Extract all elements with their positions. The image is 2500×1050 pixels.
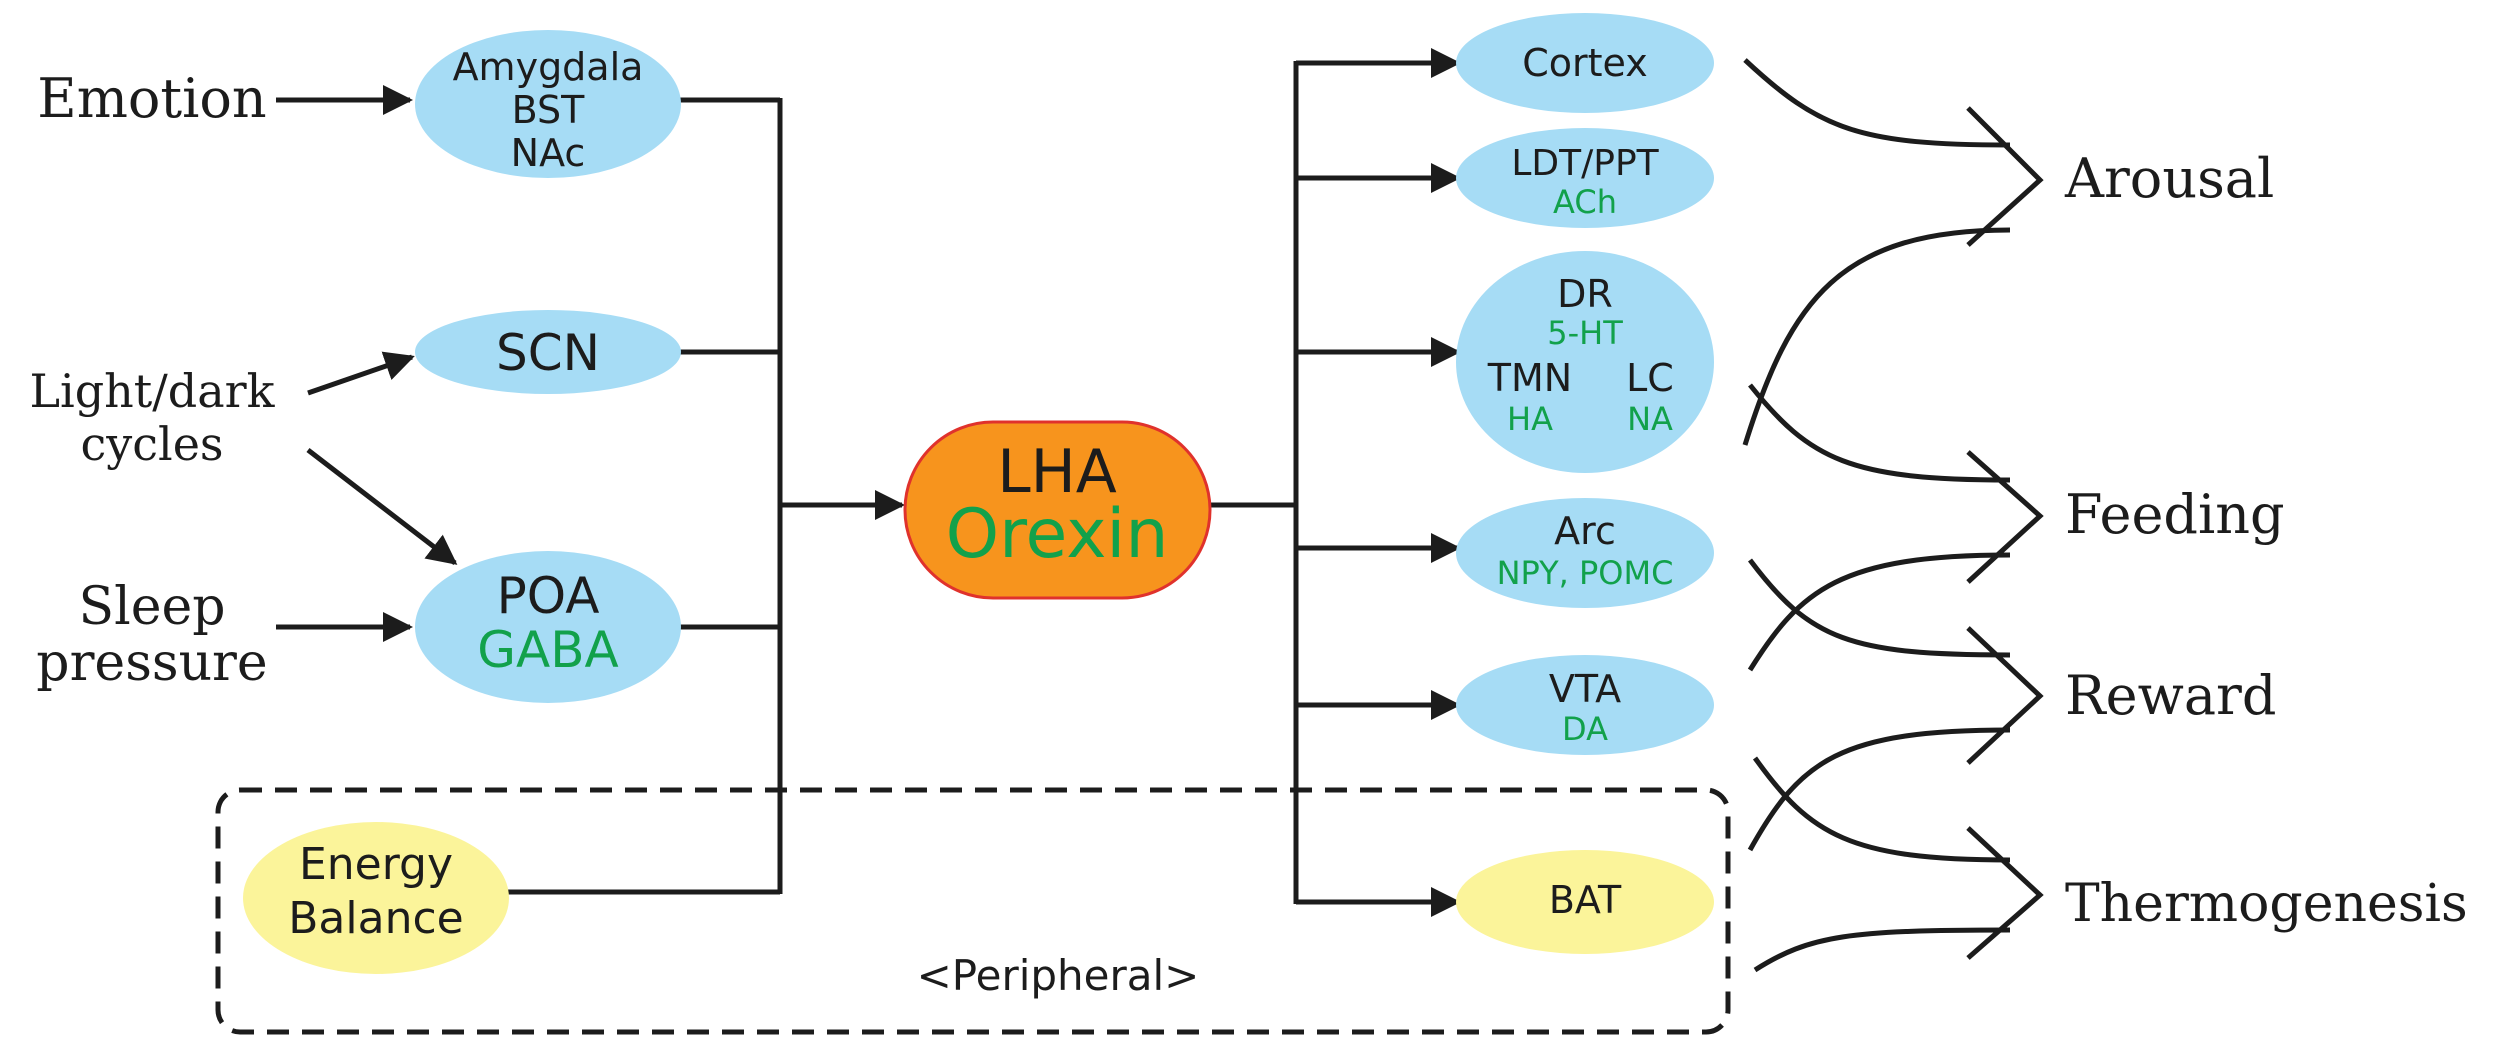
arc-label: Arc: [1554, 509, 1616, 553]
node-vta: VTA DA: [1456, 655, 1714, 755]
lha-label: LHA: [997, 437, 1117, 507]
energy-line-2: Balance: [288, 893, 463, 944]
node-poa: POA GABA: [415, 551, 681, 703]
vta-sub: DA: [1562, 710, 1608, 748]
node-lha: LHA Orexin: [903, 420, 1212, 600]
cortex-label: Cortex: [1522, 41, 1648, 85]
label-light-dark-1: Light/dark: [29, 364, 275, 418]
input-collector: [508, 97, 905, 895]
lc-sub: NA: [1627, 400, 1673, 438]
vta-label: VTA: [1549, 667, 1621, 711]
node-scn: SCN: [415, 310, 681, 394]
bat-label: BAT: [1549, 878, 1622, 922]
dr-label: DR: [1557, 272, 1613, 316]
node-ldt-ppt: LDT/PPT ACh: [1456, 128, 1714, 228]
node-cortex: Cortex: [1456, 13, 1714, 113]
tmn-label: TMN: [1487, 356, 1572, 400]
output-labels: Arousal Feeding Reward Thermogenesis: [2064, 147, 2468, 934]
scn-label: SCN: [496, 324, 600, 382]
ldt-ppt-sub: ACh: [1553, 183, 1617, 221]
amygdala-line-1: Amygdala: [453, 45, 644, 89]
output-arousal: Arousal: [2064, 147, 2274, 210]
node-amygdala: Amygdala BST NAc: [415, 30, 681, 178]
node-monoamine: DR 5-HT TMN HA LC NA: [1456, 251, 1714, 473]
node-energy-balance: Energy Balance: [243, 822, 509, 974]
dr-sub: 5-HT: [1547, 314, 1623, 352]
output-distribution: [1210, 48, 1461, 917]
input-arrows: [276, 85, 458, 642]
node-arc: Arc NPY, POMC: [1456, 498, 1714, 608]
output-thermogenesis: Thermogenesis: [2065, 874, 2468, 934]
label-emotion: Emotion: [37, 67, 266, 130]
label-light-dark-2: cycles: [80, 417, 223, 471]
peripheral-label: <Peripheral>: [917, 951, 1200, 1000]
amygdala-line-3: NAc: [511, 131, 586, 175]
output-reward: Reward: [2065, 664, 2276, 727]
poa-sub: GABA: [477, 621, 618, 679]
output-curves: [1742, 58, 2044, 973]
tmn-sub: HA: [1507, 400, 1553, 438]
input-labels: Emotion Light/dark cycles Sleep pressure: [29, 67, 275, 693]
label-sleep-2: pressure: [36, 633, 267, 693]
output-feeding: Feeding: [2065, 483, 2285, 546]
ldt-ppt-label: LDT/PPT: [1511, 143, 1659, 184]
energy-line-1: Energy: [299, 839, 453, 890]
lha-sub: Orexin: [946, 495, 1169, 574]
node-bat: BAT: [1456, 850, 1714, 954]
label-sleep-1: Sleep: [78, 577, 225, 637]
lc-label: LC: [1626, 356, 1674, 400]
peripheral-box: [215, 787, 1731, 1035]
amygdala-line-2: BST: [512, 88, 586, 132]
poa-label: POA: [497, 567, 600, 625]
arc-sub: NPY, POMC: [1497, 554, 1674, 592]
